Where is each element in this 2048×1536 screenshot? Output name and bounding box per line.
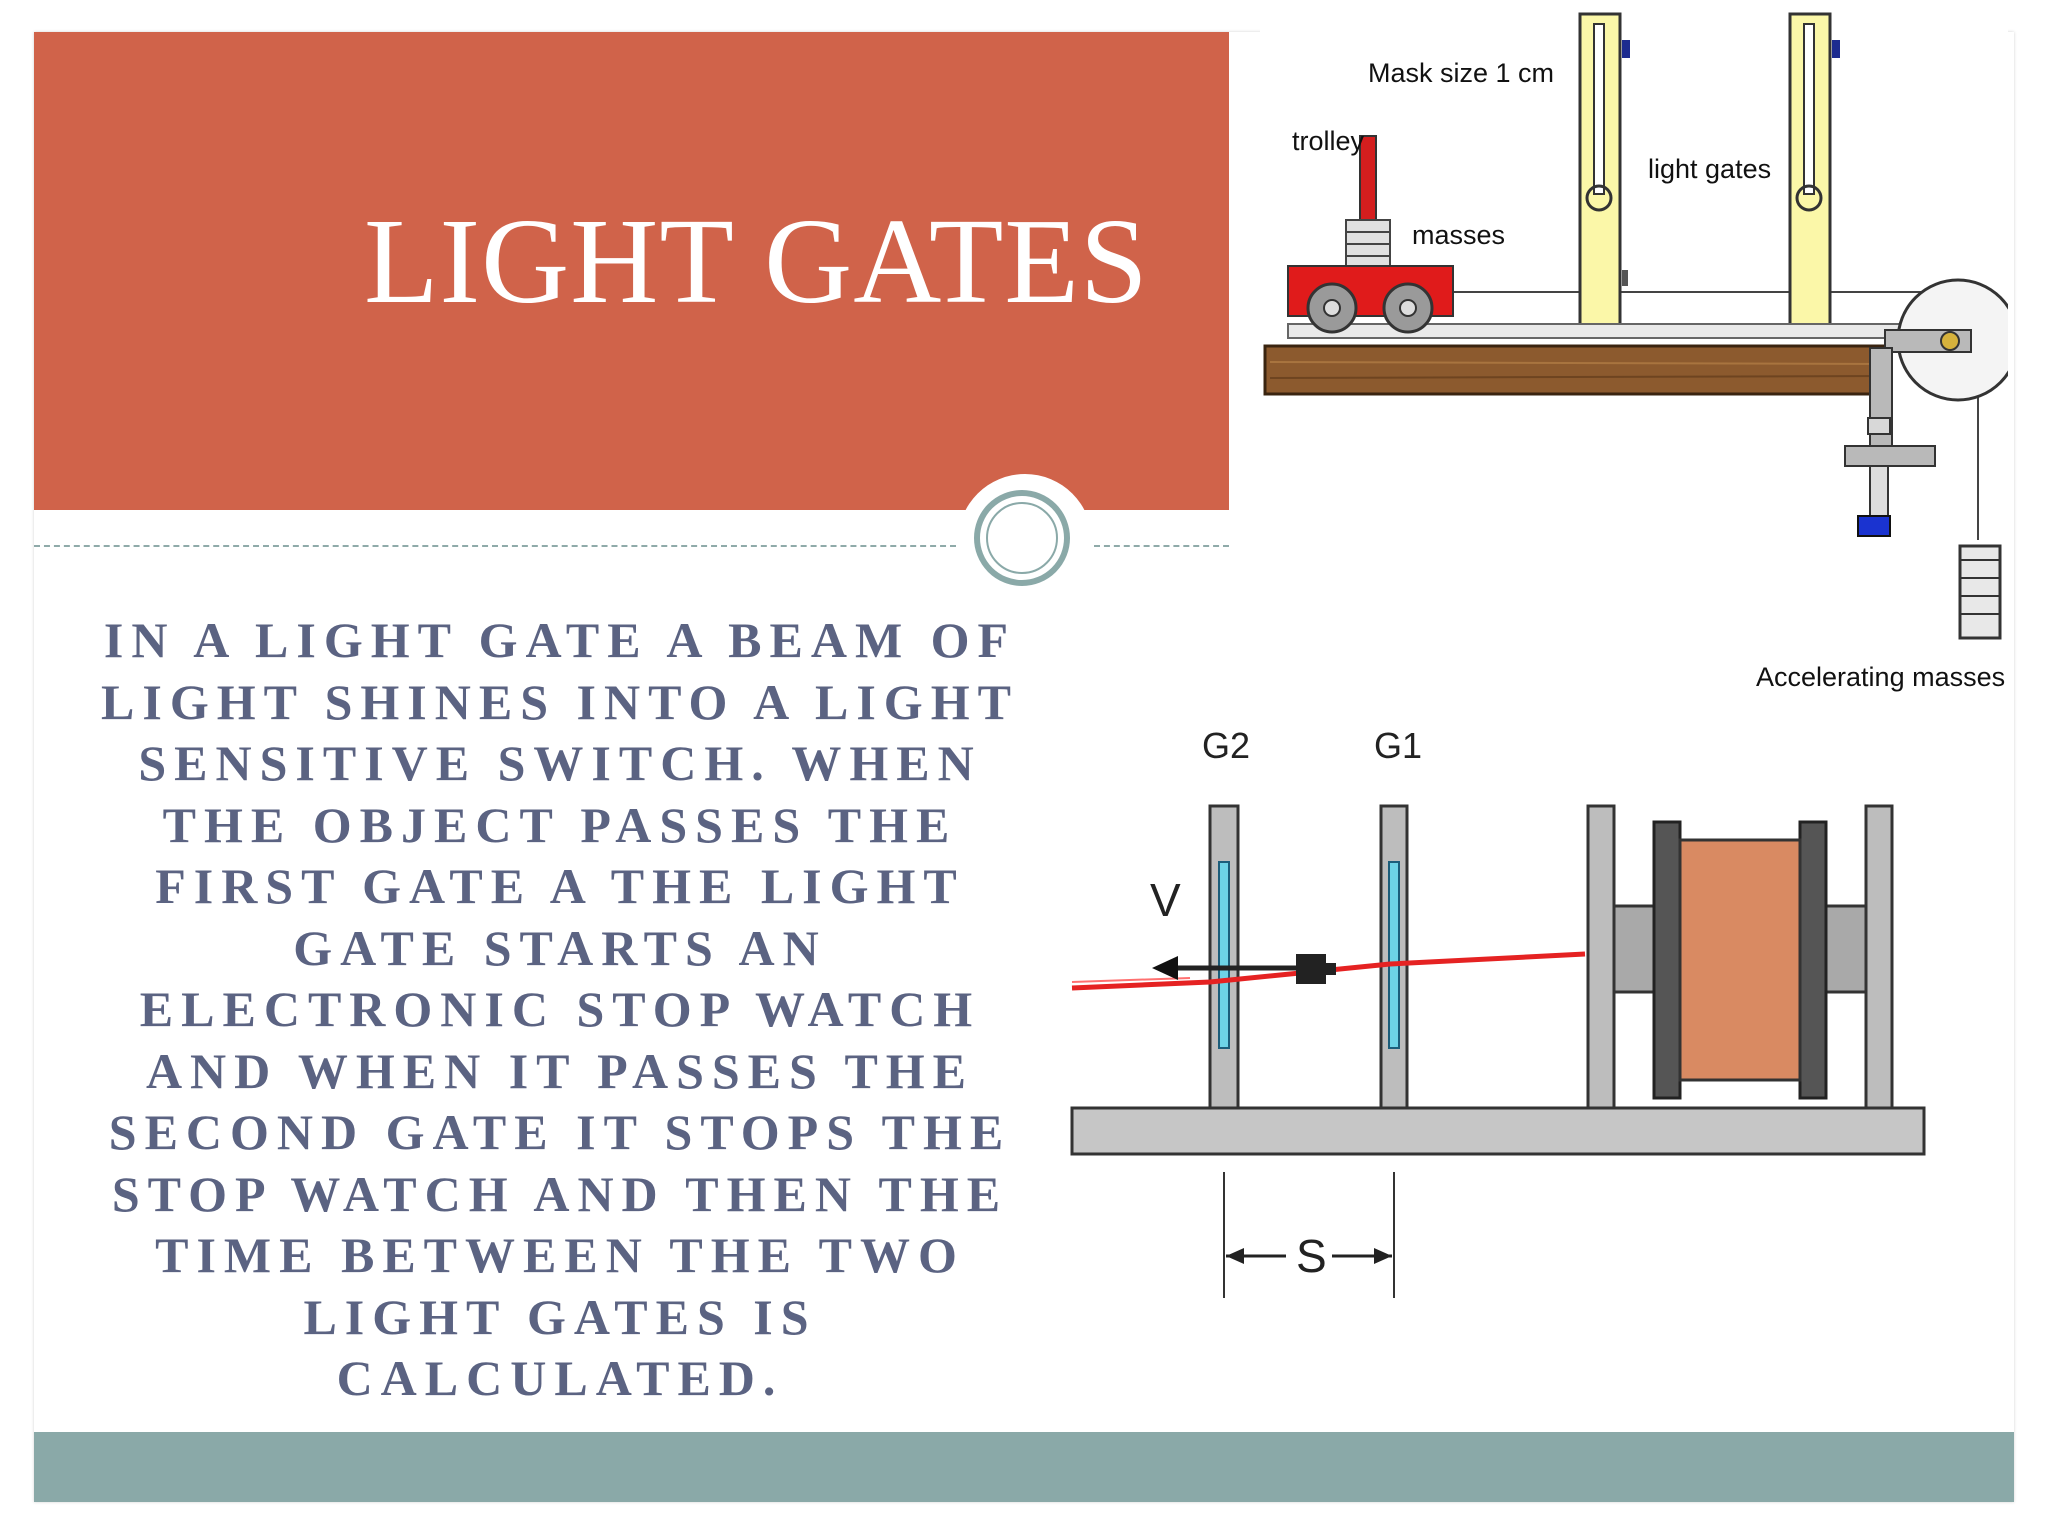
velocity-label: V	[1150, 874, 1181, 926]
trolley	[1287, 135, 1454, 334]
hanging-masses	[1958, 544, 2002, 640]
footer-band	[34, 1432, 2014, 1502]
gate1-label: G1	[1374, 725, 1422, 766]
mask-size-label: Mask size 1 cm	[1368, 58, 1554, 88]
launcher-spool	[1586, 804, 1894, 1128]
distance-marker	[1223, 1172, 1395, 1298]
pulley-clamp	[1844, 278, 2008, 537]
distance-label: S	[1296, 1230, 1327, 1282]
divider-line-left	[34, 545, 956, 547]
gate2-label: G2	[1202, 725, 1250, 766]
trolley-label: trolley	[1292, 126, 1365, 156]
body-text: IN A LIGHT GATE A BEAM OF LIGHT SHINES I…	[101, 612, 1019, 1406]
accelerating-masses-label: Accelerating masses	[1756, 662, 2005, 692]
divider-ornament-ring	[974, 490, 1070, 586]
moving-object	[1152, 954, 1336, 984]
title-band: LIGHT GATES	[34, 32, 1229, 510]
light-gates-label: light gates	[1648, 154, 1771, 184]
divider-ornament-core	[986, 502, 1058, 574]
masses-label: masses	[1412, 220, 1505, 250]
trolley-light-gates-diagram: Mask size 1 cm trolley masses light gate…	[1260, 0, 2008, 716]
slide-title: LIGHT GATES	[364, 194, 1149, 329]
gates-track-diagram: G2 G1 V	[1060, 716, 2014, 1432]
divider-line-right	[1094, 545, 1229, 547]
